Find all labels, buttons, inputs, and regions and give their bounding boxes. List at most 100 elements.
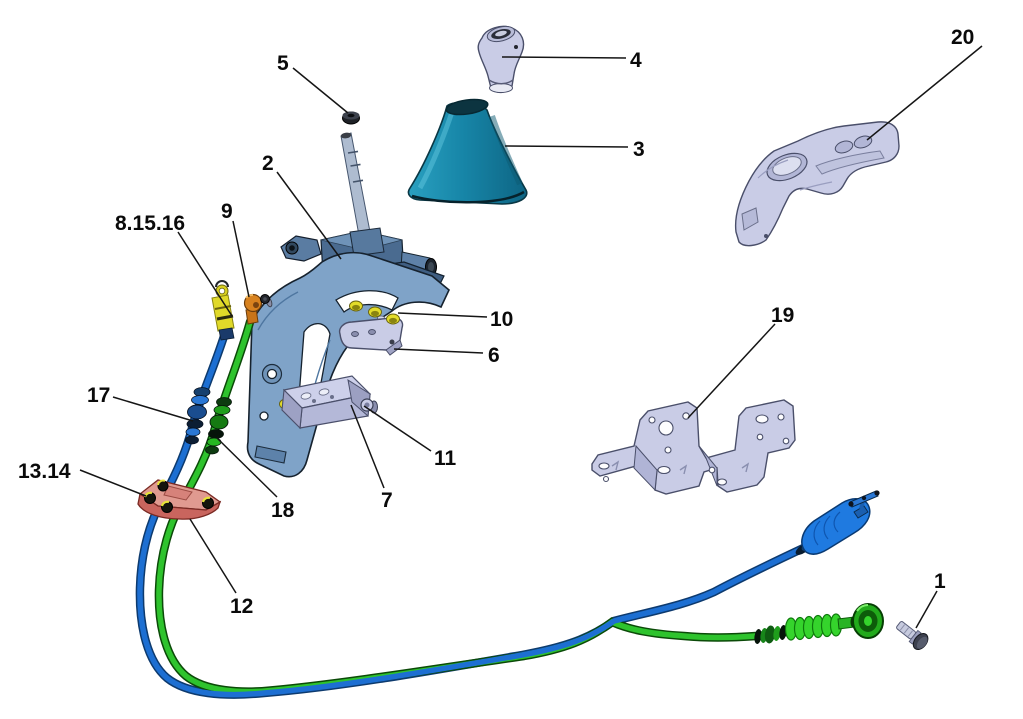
blue-cable-end-fitting [211, 280, 235, 341]
callout-11-label: 11 [434, 447, 457, 470]
boot-ridge [833, 511, 841, 533]
lever-shaft-cap [340, 132, 352, 139]
mounting-bracket-body [591, 399, 796, 495]
callout-5-leader [292, 67, 349, 114]
adjuster-ring [193, 387, 211, 397]
bracket-slot [716, 478, 728, 486]
bracket-hole [658, 420, 674, 436]
callout-13-14-leader [79, 469, 147, 497]
callout-12-leader [189, 518, 237, 594]
flange-nut [349, 300, 363, 312]
shift-knob [477, 25, 525, 93]
retaining-bolt [896, 621, 929, 651]
callout-8-15-16-label: 8.15.16 [115, 212, 185, 235]
callout-3-label: 3 [633, 138, 645, 161]
support-hole [312, 399, 316, 403]
boot-opening [445, 98, 489, 116]
boot-ridge [813, 520, 821, 546]
console-pin-hole [764, 234, 768, 238]
callout-20-leader [866, 45, 983, 141]
bracket-hole [648, 416, 656, 424]
shaft-band [352, 179, 364, 183]
knob-base-collar [489, 83, 513, 93]
clamp-bolt [160, 500, 173, 513]
blue-boot [801, 498, 871, 555]
bolt-thread [903, 627, 909, 634]
callout-20-label: 20 [951, 26, 974, 49]
clamp-bolt [143, 491, 156, 504]
pivot-pin-center [364, 402, 370, 408]
support-bracket [281, 375, 378, 430]
ball-stud-center [263, 297, 267, 301]
plate-fold [385, 339, 403, 356]
callout-10-label: 10 [490, 308, 513, 331]
callout-2-leader [276, 171, 342, 260]
bracket-foot-tab [254, 445, 287, 464]
socket-hole [253, 302, 259, 308]
eyelet-clip [215, 280, 229, 288]
disc-highlight [856, 603, 869, 612]
sleeve-connector [218, 327, 235, 341]
flange-nut [386, 313, 400, 325]
end-ring [773, 626, 781, 641]
bracket-slot [598, 462, 610, 470]
sleeve-band [216, 314, 234, 321]
support-bracket-end [281, 388, 303, 430]
callout-6-label: 6 [488, 344, 500, 367]
nut-hex [352, 304, 360, 311]
nut-hex [389, 317, 397, 324]
callout-18-leader [216, 437, 278, 498]
adjuster-barrel [209, 414, 229, 430]
support-slot [300, 392, 312, 400]
callout-4-leader [501, 56, 627, 59]
callout-17-label: 17 [87, 384, 110, 407]
pivot-cylinder-cap-inner [428, 262, 434, 272]
boot-ridge [823, 515, 831, 540]
console-crease [757, 159, 789, 179]
plate-hole [368, 329, 376, 335]
callout-1-label: 1 [934, 570, 946, 593]
gear-shift-cables [135, 317, 815, 699]
mounting-bracket [591, 399, 796, 495]
bracket-slot [755, 414, 769, 424]
clamp-bolt [201, 496, 214, 509]
bracket-hole [777, 413, 785, 421]
console-trim [734, 121, 900, 247]
callout-9-leader [232, 220, 250, 298]
callout-11-leader [363, 405, 432, 452]
boot-cone [407, 101, 528, 205]
adjuster-ring [213, 405, 231, 415]
support-slot [318, 388, 330, 396]
console-crease [799, 181, 833, 191]
t-fitting-tip [874, 490, 880, 496]
support-hole [330, 395, 334, 399]
callout-9-label: 9 [221, 200, 233, 223]
bracket-crease [257, 291, 299, 331]
blue-cable-adjuster [185, 387, 211, 445]
boot-shade [489, 115, 523, 186]
green-cable-adjuster [205, 397, 232, 455]
adjuster-ring [185, 427, 201, 437]
callout-7-label: 7 [381, 489, 393, 512]
clamp-bolt [157, 479, 169, 492]
callout-18-label: 18 [271, 499, 295, 522]
flange-nut [368, 306, 382, 318]
bolt-thread [907, 630, 913, 637]
adjuster-ring [191, 395, 209, 405]
callout-6-leader [393, 348, 484, 354]
bracket-hole [708, 466, 716, 474]
console-leg-slot [741, 207, 759, 231]
boot-highlight [417, 111, 455, 190]
knob-collar-ring [488, 79, 514, 85]
callout-7-leader [350, 404, 385, 489]
yellow-sleeve [211, 294, 235, 332]
clamp-ridge [163, 485, 193, 501]
end-ring [779, 625, 787, 640]
callout-labels: 5 4 3 20 2 9 8.15.16 10 6 19 17 13.14 18… [18, 26, 974, 618]
blue-cable-transmission-end [795, 490, 880, 555]
callout-8-15-16-leader [177, 231, 233, 317]
callout-12-label: 12 [230, 595, 253, 618]
bracket-hole [664, 446, 672, 454]
bracket-crease [679, 464, 688, 475]
callout-19-label: 19 [771, 304, 794, 327]
